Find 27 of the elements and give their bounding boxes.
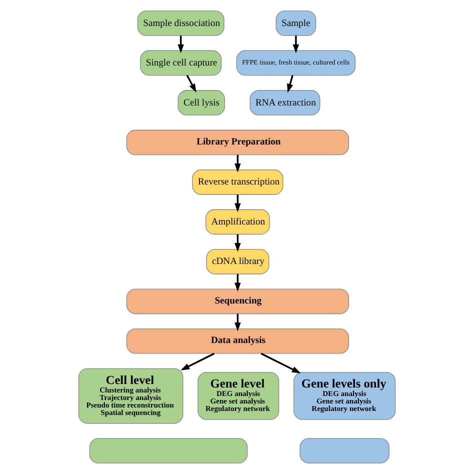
- arrow: [178, 36, 184, 54]
- node-box: Sequencing: [126, 288, 350, 314]
- node-box: Cell level Clustering analysis Trajectory analysis Pseudo time reconstruction Spatial sequencing: [78, 368, 184, 424]
- node-box: Amplification: [205, 209, 270, 235]
- node-box: cDNA library: [206, 248, 270, 274]
- node-box: Sample: [276, 10, 316, 36]
- arrow: [234, 234, 241, 252]
- arrow: [292, 36, 300, 54]
- arrow: [234, 154, 241, 172]
- arrow: [234, 194, 241, 212]
- node-box: Sample dissociation: [137, 10, 224, 36]
- node-box: Single cell capture: [140, 50, 222, 76]
- node-box: RNA extraction: [250, 90, 320, 116]
- node-box: [300, 438, 390, 464]
- arrow: [234, 274, 241, 292]
- node-box: [89, 438, 248, 464]
- node-box: Data analysis: [126, 328, 350, 354]
- arrow: [234, 314, 241, 332]
- arrow: [260, 352, 301, 374]
- node-box: Gene levels only DEG analysis Gene set analysis Regulatory network: [294, 372, 396, 420]
- node-box: Gene level DEG analysis Gene set analysis Regulatory network: [198, 372, 280, 420]
- node-box: Reverse transcription: [192, 170, 284, 195]
- arrow: [180, 352, 215, 370]
- arrow: [287, 75, 294, 93]
- arrow: [186, 74, 196, 93]
- node-box: Cell lysis: [178, 90, 226, 116]
- node-box: Library Preparation: [126, 130, 350, 156]
